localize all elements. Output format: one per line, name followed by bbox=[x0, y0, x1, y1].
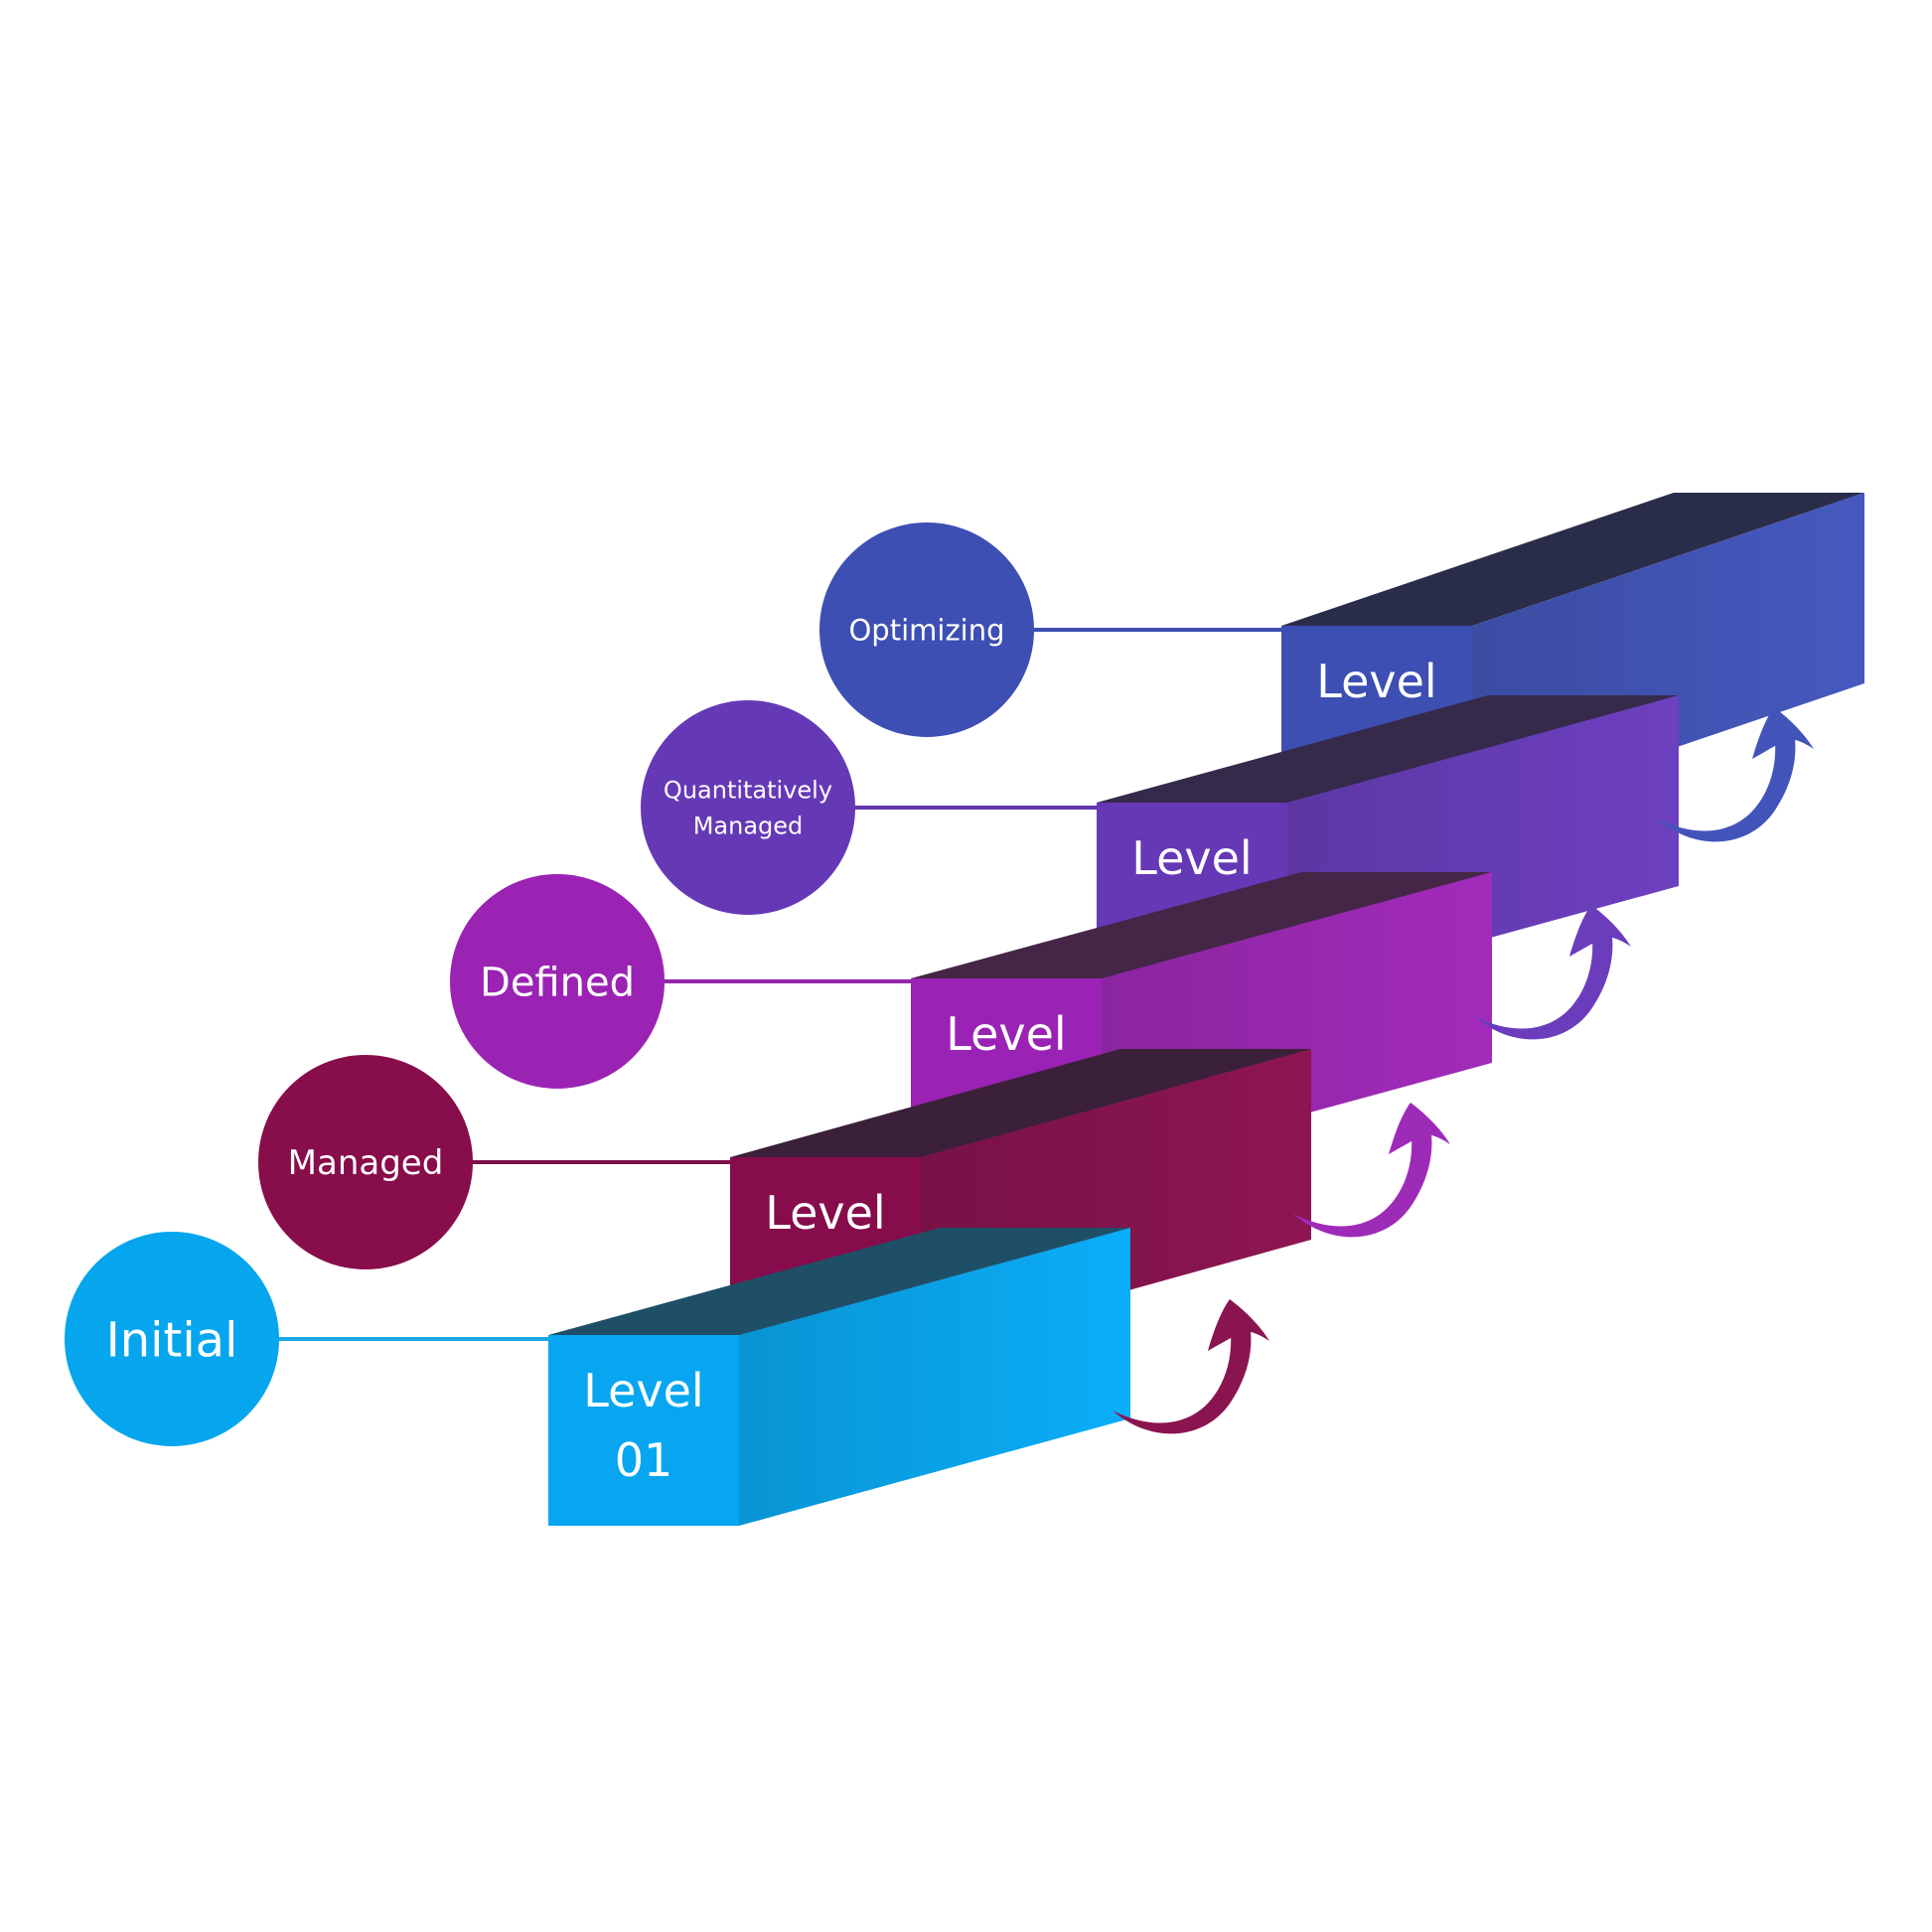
curved-arrow-icon bbox=[1474, 905, 1631, 1040]
stage-circle-shape bbox=[641, 700, 855, 915]
level-word-label: Level bbox=[583, 1364, 703, 1417]
curved-arrow-icon bbox=[1113, 1299, 1269, 1434]
stage-circle-02: Managed bbox=[258, 1055, 473, 1269]
level-side-shade bbox=[739, 1228, 1130, 1526]
stage-circle-03: Defined bbox=[450, 874, 665, 1089]
level-top-face bbox=[548, 1228, 1130, 1335]
level-top-face bbox=[911, 872, 1492, 978]
level-top-face bbox=[1281, 493, 1864, 626]
arrow-body bbox=[1293, 1126, 1432, 1238]
level-word-label: Level bbox=[1316, 655, 1436, 708]
stage-circle-05: Optimizing bbox=[819, 522, 1034, 737]
level-block-01: Level 01 bbox=[548, 1228, 1130, 1526]
arrow-head bbox=[1208, 1299, 1269, 1351]
level-front-face bbox=[548, 1335, 739, 1526]
arrow-head bbox=[1389, 1103, 1450, 1154]
level-blocks: Level05Level04Level03Level02Level01 bbox=[548, 493, 1864, 1526]
level-number-label: 01 bbox=[615, 1433, 673, 1487]
stage-circle-01: Initial bbox=[65, 1232, 279, 1446]
stage-circle-shape bbox=[258, 1055, 473, 1269]
arrow-body bbox=[1657, 731, 1796, 842]
stage-circle-shape bbox=[450, 874, 665, 1089]
stage-name-label: Quantitatively bbox=[664, 777, 832, 805]
level-word-label: Level bbox=[946, 1007, 1066, 1061]
level-word-label: Level bbox=[1131, 831, 1252, 885]
stage-name-label: Optimizing bbox=[848, 613, 1004, 647]
stage-circles: InitialManagedDefinedQuantitativelyManag… bbox=[65, 522, 1034, 1446]
curved-arrow-icon bbox=[1657, 707, 1814, 842]
arrow-body bbox=[1113, 1323, 1252, 1434]
progress-arrows bbox=[1113, 707, 1814, 1434]
curved-arrow-icon bbox=[1293, 1103, 1450, 1238]
stage-name-label: Defined bbox=[480, 960, 635, 1005]
arrow-body bbox=[1474, 929, 1613, 1040]
level-top-face bbox=[730, 1049, 1311, 1157]
stage-name-label: Initial bbox=[106, 1312, 238, 1368]
stage-circle-shape bbox=[65, 1232, 279, 1446]
connector-lines bbox=[275, 628, 1281, 1341]
stage-name-label: Managed bbox=[693, 813, 804, 840]
arrow-head bbox=[1569, 905, 1631, 957]
level-word-label: Level bbox=[765, 1186, 885, 1240]
stage-circle-shape bbox=[819, 522, 1034, 737]
level-top-face bbox=[1097, 695, 1679, 803]
arrow-head bbox=[1752, 707, 1814, 759]
stage-name-label: Managed bbox=[288, 1143, 444, 1183]
